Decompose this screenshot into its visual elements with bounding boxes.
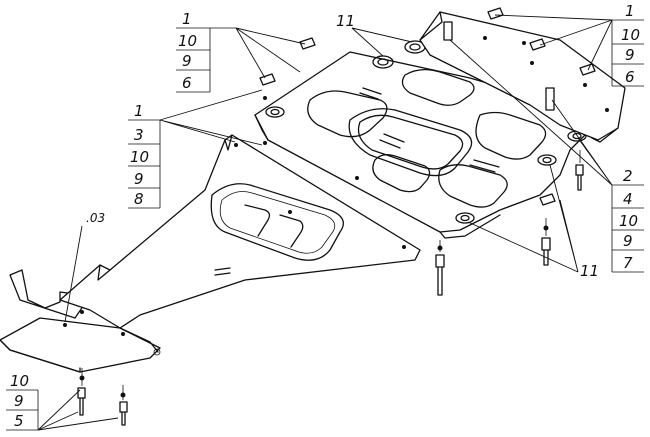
- callout-tr-1: 1: [625, 2, 635, 20]
- callout-bl-2: 9: [14, 392, 24, 410]
- clip-fasteners: [259, 7, 596, 206]
- callout-r-5: 7: [623, 254, 633, 272]
- callout-tl-4: 6: [182, 74, 192, 92]
- callout-11-top: 11: [336, 12, 413, 57]
- callout-ml-3: 10: [130, 148, 149, 166]
- label-11-top: 11: [336, 12, 355, 30]
- callout-top-left: 1 10 9 6: [176, 10, 306, 93]
- callout-mid-left: 1 3 10 9 8: [128, 89, 263, 209]
- middle-plate: [59, 134, 421, 329]
- callout-bottom-left: 10 9 5: [6, 372, 119, 431]
- top-right-plate: [419, 11, 626, 143]
- label-03: .03: [86, 211, 105, 225]
- callout-tl-2: 10: [178, 32, 197, 50]
- callout-ml-4: 9: [134, 170, 144, 188]
- callout-tr-2: 10: [621, 26, 640, 44]
- front-plate: [0, 269, 161, 373]
- callout-03: .03: [64, 211, 105, 323]
- callout-ml-2: 3: [134, 126, 144, 144]
- callout-r-1: 2: [623, 167, 633, 185]
- callout-ml-1: 1: [134, 102, 144, 120]
- callout-ml-5: 8: [134, 190, 144, 208]
- callout-r-4: 9: [623, 232, 633, 250]
- callout-tr-4: 6: [625, 68, 635, 86]
- callout-r-2: 4: [623, 190, 633, 208]
- callout-bl-1: 10: [10, 372, 29, 390]
- callout-bl-3: 5: [14, 412, 24, 430]
- callout-tl-3: 9: [182, 52, 192, 70]
- callout-r-3: 10: [619, 212, 638, 230]
- callout-tl-1: 1: [182, 10, 192, 28]
- callout-tr-3: 9: [625, 46, 635, 64]
- label-11-bottom: 11: [580, 262, 599, 280]
- callout-right: 2 4 10 9 7: [449, 39, 644, 273]
- callout-top-right: 1 10 9 6: [494, 2, 644, 87]
- callout-11-bottom: 11: [467, 164, 599, 280]
